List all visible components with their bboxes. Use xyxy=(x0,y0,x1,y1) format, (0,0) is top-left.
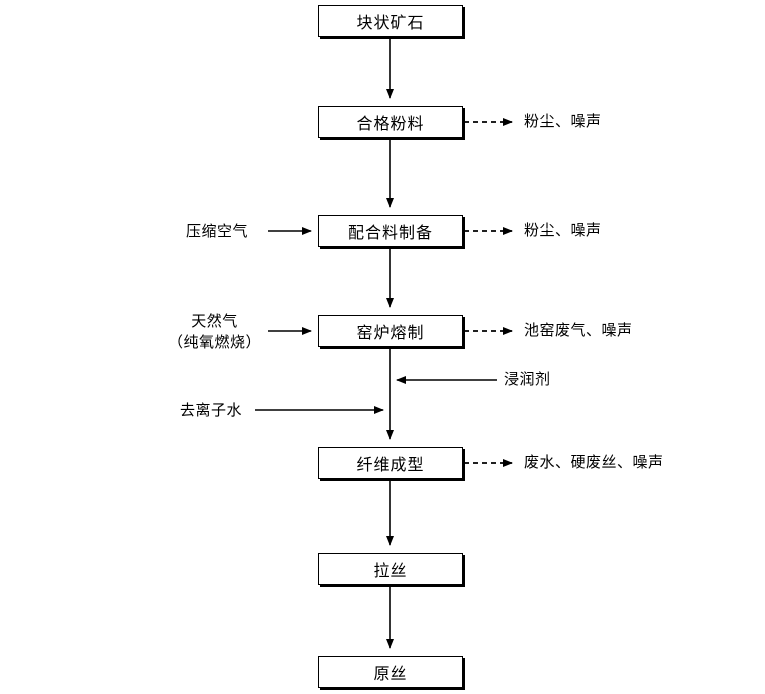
process-box-furnace-melting[interactable]: 窑炉熔制 xyxy=(318,315,463,347)
output-label-batch-emissions: 粉尘、噪声 xyxy=(524,220,602,241)
process-box-fiber-forming[interactable]: 纤维成型 xyxy=(318,447,463,479)
process-box-lump-ore[interactable]: 块状矿石 xyxy=(318,5,463,37)
input-label-compressed-air: 压缩空气 xyxy=(186,221,248,242)
output-label-furnace-emissions: 池窑废气、噪声 xyxy=(524,320,633,341)
output-label-forming-emissions: 废水、硬废丝、噪声 xyxy=(524,452,664,473)
input-label-text: 去离子水 xyxy=(180,401,243,419)
input-label-natural-gas: 天然气 （纯氧燃烧） xyxy=(168,311,261,353)
process-box-label: 纤维成型 xyxy=(356,455,425,474)
input-label-text: 压缩空气 xyxy=(186,222,249,240)
output-label-powder-emissions: 粉尘、噪声 xyxy=(524,111,602,132)
output-label-text: 池窑废气、噪声 xyxy=(524,321,633,339)
process-box-qualified-powder[interactable]: 合格粉料 xyxy=(318,106,463,138)
process-box-label: 拉丝 xyxy=(373,561,408,580)
process-box-label: 配合料制备 xyxy=(347,223,433,242)
process-box-drawing[interactable]: 拉丝 xyxy=(318,553,463,585)
output-label-text: 粉尘、噪声 xyxy=(524,221,602,239)
process-box-label: 合格粉料 xyxy=(356,114,425,133)
process-box-label: 块状矿石 xyxy=(356,13,425,32)
process-box-label: 原丝 xyxy=(373,664,408,683)
process-box-label: 窑炉熔制 xyxy=(356,323,425,342)
input-label-text: 天然气 xyxy=(191,312,238,330)
process-box-batch-preparation[interactable]: 配合料制备 xyxy=(318,215,463,247)
output-label-text: 废水、硬废丝、噪声 xyxy=(524,453,664,471)
input-label-text: 浸润剂 xyxy=(504,370,551,388)
process-box-raw-yarn[interactable]: 原丝 xyxy=(318,656,463,688)
output-label-text: 粉尘、噪声 xyxy=(524,112,602,130)
input-label-deionized-water: 去离子水 xyxy=(180,400,242,421)
input-label-wetting-agent: 浸润剂 xyxy=(504,369,551,390)
input-label-sublabel: （纯氧燃烧） xyxy=(168,333,262,351)
